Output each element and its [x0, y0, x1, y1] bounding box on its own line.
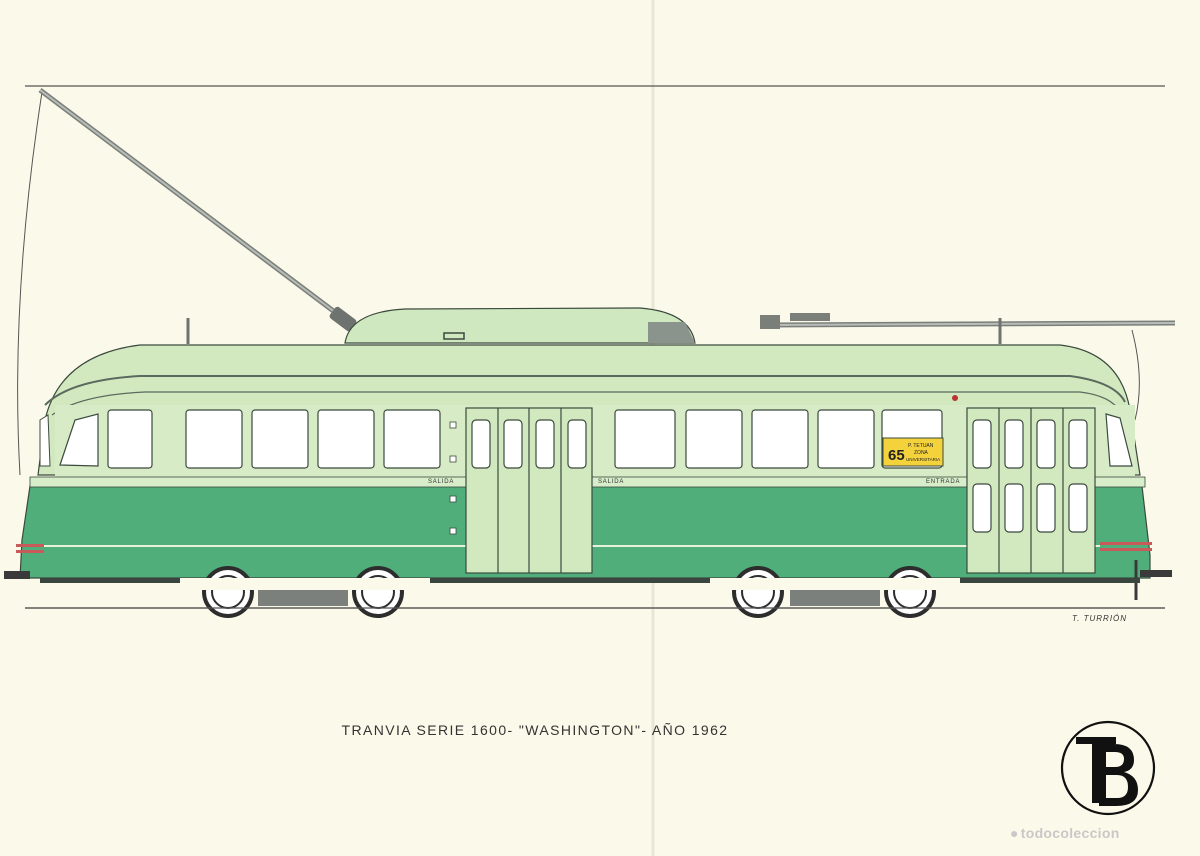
- bogie-left: [180, 566, 430, 618]
- roof-vent: [648, 322, 695, 343]
- watermark: ●todocoleccion: [1010, 825, 1120, 841]
- side-windows-right: [614, 409, 943, 469]
- door-label-salida-1: SALIDA: [428, 479, 454, 485]
- trolley-rope-left: [17, 91, 43, 476]
- side-windows-left: [107, 409, 441, 469]
- door-label-salida-2: SALIDA: [598, 479, 624, 485]
- page-caption: TRANVIA SERIE 1600- "WASHINGTON"- AÑO 19…: [341, 722, 729, 738]
- trolley-base: [329, 306, 357, 332]
- svg-text:UNIVERSITARIA: UNIVERSITARIA: [906, 457, 940, 462]
- svg-text:P. TETUAN: P. TETUAN: [908, 443, 934, 449]
- coupler-left: [4, 571, 30, 579]
- watermark-icon: ●: [1010, 825, 1019, 841]
- route-number: 65: [888, 447, 905, 464]
- rear-door: [966, 407, 1096, 574]
- bogie-right: [710, 566, 960, 618]
- trolley-rope-right: [1131, 329, 1140, 421]
- rear-lights: [16, 542, 1152, 553]
- trolley-retriever: [790, 313, 830, 321]
- watermark-text: todocoleccion: [1020, 825, 1120, 841]
- artist-signature: T. TURRIÓN: [1072, 614, 1128, 623]
- tb-logo: [1060, 720, 1156, 816]
- rain-strip: [44, 375, 1126, 406]
- roof-hump: [344, 307, 696, 344]
- svg-text:ZONA: ZONA: [914, 450, 929, 456]
- door-label-entrada: ENTRADA: [926, 479, 960, 485]
- coupler-right: [1140, 570, 1172, 577]
- trolley-pole-highlight: [39, 89, 349, 323]
- middle-door: [465, 407, 593, 574]
- destination-sign: [882, 437, 944, 467]
